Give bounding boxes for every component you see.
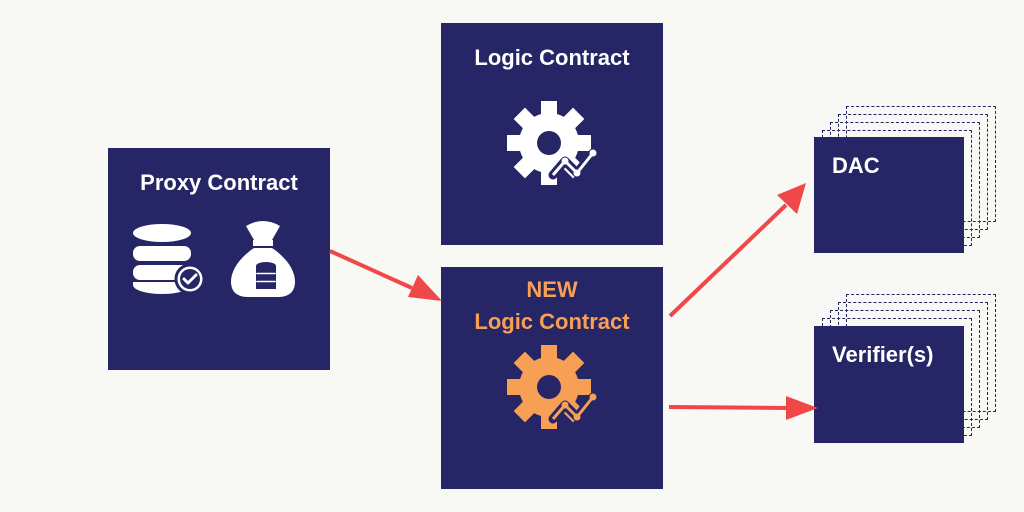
arrow-proxy-to-new-logic — [329, 249, 442, 301]
verifiers-label: Verifier(s) — [832, 342, 934, 367]
proxy-contract-box: Proxy Contract — [108, 148, 330, 370]
gear-chart-icon — [507, 345, 598, 429]
proxy-contract-title: Proxy Contract — [140, 170, 298, 195]
new-logic-contract-box: NEW Logic Contract — [441, 267, 663, 489]
verifiers-box: Verifier(s) — [814, 326, 964, 443]
gear-chart-icon — [507, 101, 598, 185]
money-bag-icon — [230, 221, 296, 297]
logic-contract-box: Logic Contract — [441, 23, 663, 245]
arrow-new-logic-to-dac — [668, 183, 806, 318]
logic-contract-title: Logic Contract — [474, 45, 630, 70]
new-label: NEW — [526, 277, 578, 302]
dac-label: DAC — [832, 153, 880, 178]
new-logic-contract-title: Logic Contract — [474, 309, 630, 334]
database-check-icon — [133, 224, 206, 295]
arrow-new-logic-to-verifiers — [668, 396, 818, 420]
dac-box: DAC — [814, 137, 964, 253]
